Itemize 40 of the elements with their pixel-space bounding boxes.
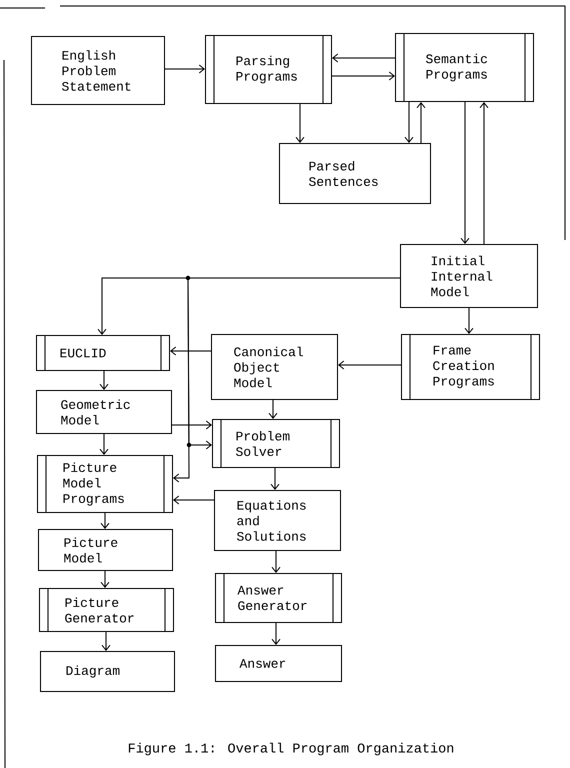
arrow — [404, 102, 414, 143]
process-box: English Problem Statement — [31, 36, 165, 105]
caption: Figure 1.1: Overall Program Organization — [128, 742, 454, 756]
predefined-process-box: Picture Model Programs — [37, 454, 173, 514]
process-box: Answer — [215, 645, 342, 682]
arrow — [464, 308, 474, 334]
arrow — [172, 420, 212, 430]
process-box: Initial Internal Model — [400, 244, 538, 308]
arrow — [272, 550, 280, 573]
arrow — [164, 64, 205, 74]
arrow — [270, 468, 280, 490]
arrow — [100, 434, 108, 455]
predefined-process-box: EUCLID — [36, 334, 170, 372]
arrow — [416, 102, 426, 144]
arrow — [170, 346, 212, 356]
arrow — [332, 54, 396, 62]
predefined-process-box: Problem Solver — [212, 418, 340, 468]
process-box: Geometric Model — [36, 390, 172, 434]
predefined-process-box: Picture Generator — [39, 588, 174, 632]
arrow — [102, 632, 110, 651]
predefined-process-box: Answer Generator — [215, 572, 342, 624]
arrow — [173, 496, 214, 504]
arrow — [100, 370, 108, 390]
process-box: Parsed Sentences — [279, 143, 431, 204]
predefined-process-box: Semantic Programs — [395, 32, 534, 102]
process-box: Equations and Solutions — [214, 490, 341, 551]
arrow — [338, 360, 402, 370]
process-box: Diagram — [40, 651, 175, 692]
arrow — [460, 102, 470, 244]
arrow — [100, 512, 110, 529]
arrow — [268, 400, 278, 419]
arrow — [272, 622, 280, 646]
arrow — [100, 570, 110, 588]
arrow — [480, 102, 488, 244]
process-box: Picture Model — [38, 529, 173, 571]
predefined-process-box: Frame Creation Programs — [401, 334, 540, 400]
arrow — [332, 72, 395, 80]
arrow — [296, 104, 304, 143]
predefined-process-box: Parsing Programs — [205, 34, 332, 104]
process-box: Canonical Object Model — [211, 334, 338, 400]
